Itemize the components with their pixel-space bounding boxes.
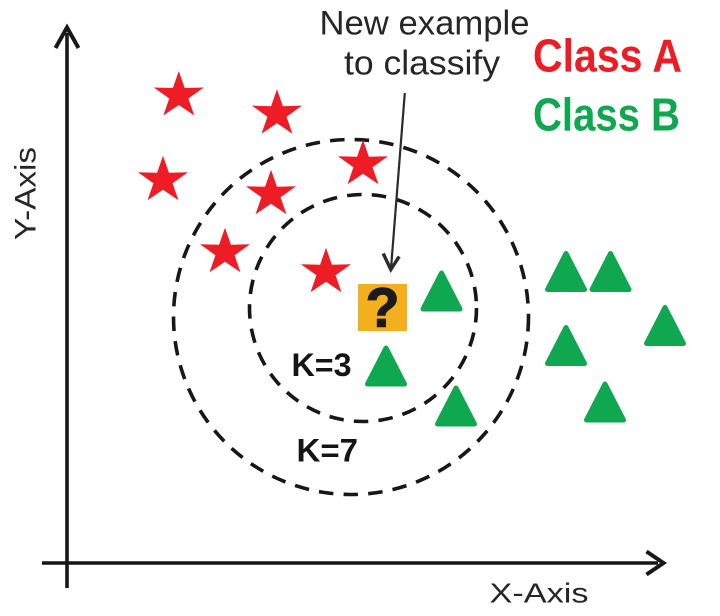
- svg-text:Class B: Class B: [533, 89, 680, 141]
- svg-text:Y-Axis: Y-Axis: [10, 147, 43, 240]
- svg-text:K=3: K=3: [292, 347, 352, 383]
- svg-text:X-Axis: X-Axis: [490, 578, 589, 609]
- svg-text:?: ?: [366, 277, 400, 339]
- svg-text:Class A: Class A: [533, 29, 682, 81]
- svg-text:to classify: to classify: [344, 44, 500, 82]
- svg-text:New example: New example: [320, 4, 530, 42]
- svg-text:K=7: K=7: [297, 433, 359, 469]
